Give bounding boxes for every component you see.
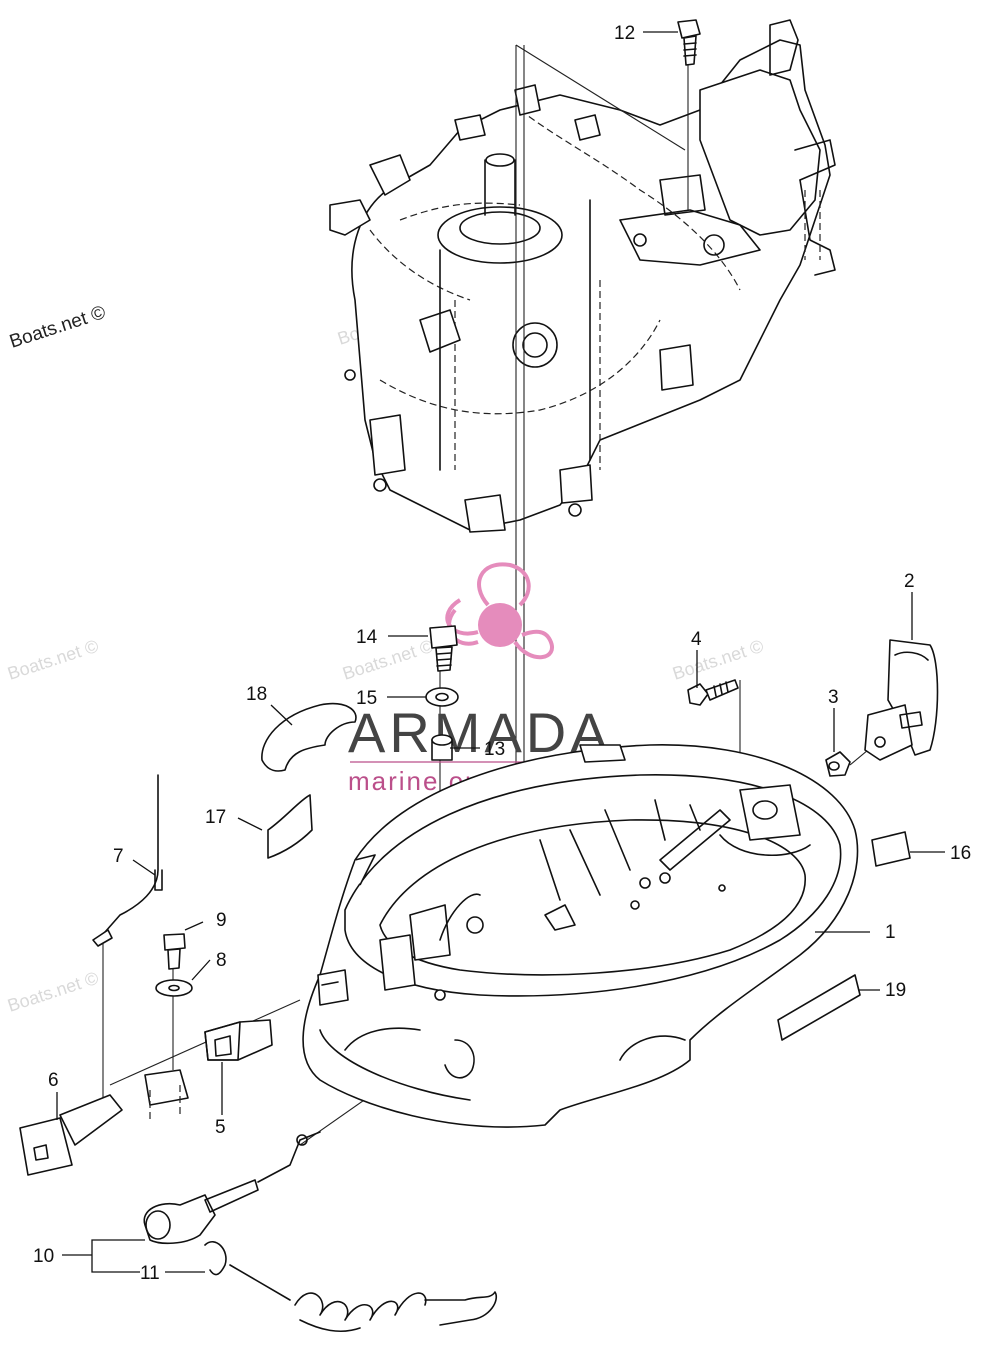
part-label-19 [777,974,861,1041]
callout-numbers: 1 2 3 4 5 6 7 8 9 10 11 12 13 14 15 16 1… [33,23,971,1284]
part-screw-9 [163,933,186,970]
callout-leaders [56,31,945,1273]
callout-8: 8 [216,950,227,971]
watermark-faint: Boats.net © [5,636,101,684]
part-washer-15 [425,687,459,707]
powerhead-assembly [329,19,836,533]
callout-14: 14 [356,627,378,648]
callout-5: 5 [215,1117,226,1138]
part-cable-7 [92,774,163,947]
callout-2: 2 [904,571,915,592]
watermark-faint: Boats.net © [340,636,436,684]
callout-6: 6 [48,1070,59,1091]
bottom-cowling [302,744,859,1128]
part-washer-8 [155,979,193,997]
callout-11: 11 [140,1263,160,1284]
callout-3: 3 [828,687,839,708]
callout-16: 16 [950,843,971,864]
part-bolt-14 [429,625,458,672]
part-pad-16 [871,831,911,867]
part-seal-18 [261,703,357,772]
callout-9: 9 [216,910,227,931]
callout-17: 17 [205,807,226,828]
propeller-icon [445,562,554,660]
part-bolt-4 [687,679,739,706]
watermark-main: Boats.net © [7,302,108,353]
watermark-faint: Boats.net © [670,636,766,684]
part-latch-lever [864,639,939,761]
part-collar-13 [431,734,453,761]
callout-10: 10 [33,1246,54,1267]
part-grommet [825,751,851,777]
part-sleeve-5 [204,1019,273,1061]
part-plug-6 [19,1094,123,1176]
part-gasket-17 [267,794,313,859]
part-lanyard-11 [204,1241,497,1333]
part-stop-switch-10 [143,1131,321,1245]
callout-19: 19 [885,980,906,1001]
watermark-faint: Boats.net © [5,968,101,1016]
callout-12: 12 [614,23,635,44]
callout-1: 1 [885,922,896,943]
callout-4: 4 [691,629,702,650]
part-bolt-12 [677,19,701,66]
callout-13: 13 [484,739,505,760]
callout-18: 18 [246,684,267,705]
callout-15: 15 [356,688,377,709]
part-clamp [144,1069,189,1120]
callout-7: 7 [113,846,124,867]
